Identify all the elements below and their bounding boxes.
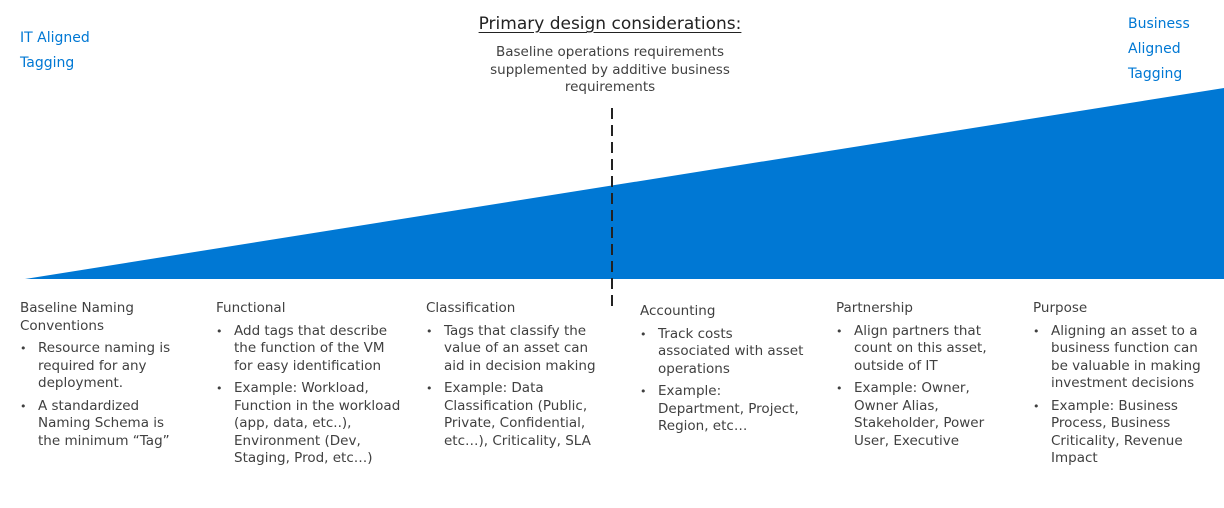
bullet-item: Resource naming is required for any depl… bbox=[20, 340, 180, 393]
bullet-item: Example: Department, Project, Region, et… bbox=[640, 383, 808, 436]
business-aligned-tagging-label: Business Aligned Tagging bbox=[1128, 12, 1190, 87]
bullet-item: Example: Workload, Function in the workl… bbox=[216, 380, 404, 468]
column-baseline-naming: Baseline Naming Conventions Resource nam… bbox=[20, 300, 180, 455]
bullet-list: Add tags that describe the function of t… bbox=[216, 323, 404, 468]
right-label-line-3: Tagging bbox=[1128, 66, 1183, 82]
design-considerations-block: Primary design considerations: Baseline … bbox=[440, 12, 780, 97]
bullet-list: Tags that classify the value of an asset… bbox=[426, 323, 598, 451]
column-title: Baseline Naming Conventions bbox=[20, 300, 134, 334]
bullet-item: Tags that classify the value of an asset… bbox=[426, 323, 598, 376]
column-title: Accounting bbox=[640, 303, 716, 319]
column-accounting: Accounting Track costs associated with a… bbox=[640, 303, 808, 441]
it-aligned-tagging-label: IT Aligned Tagging bbox=[20, 26, 90, 76]
bullet-item: Add tags that describe the function of t… bbox=[216, 323, 404, 376]
column-purpose: Purpose Aligning an asset to a business … bbox=[1033, 300, 1209, 473]
column-title: Partnership bbox=[836, 300, 913, 316]
business-alignment-triangle bbox=[25, 88, 1224, 279]
bullet-item: Example: Business Process, Business Crit… bbox=[1033, 398, 1209, 468]
bullet-list: Track costs associated with asset operat… bbox=[640, 326, 808, 436]
column-title: Functional bbox=[216, 300, 286, 316]
column-classification: Classification Tags that classify the va… bbox=[426, 300, 598, 455]
bullet-item: Align partners that count on this asset,… bbox=[836, 323, 996, 376]
column-functional: Functional Add tags that describe the fu… bbox=[216, 300, 404, 473]
bullet-item: Aligning an asset to a business function… bbox=[1033, 323, 1209, 393]
bullet-item: Example: Data Classification (Public, Pr… bbox=[426, 380, 598, 450]
right-label-line-1: Business bbox=[1128, 16, 1190, 32]
diagram-subtitle: Baseline operations requirements supplem… bbox=[490, 44, 730, 95]
column-title: Purpose bbox=[1033, 300, 1088, 316]
bullet-list: Align partners that count on this asset,… bbox=[836, 323, 996, 451]
bullet-list: Resource naming is required for any depl… bbox=[20, 340, 180, 450]
column-title: Classification bbox=[426, 300, 516, 316]
right-label-line-2: Aligned bbox=[1128, 41, 1181, 57]
bullet-item: Example: Owner, Owner Alias, Stakeholder… bbox=[836, 380, 996, 450]
bullet-item: Track costs associated with asset operat… bbox=[640, 326, 808, 379]
bullet-item: A standardized Naming Schema is the mini… bbox=[20, 398, 180, 451]
left-label-line-1: IT Aligned bbox=[20, 30, 90, 46]
diagram-title: Primary design considerations: bbox=[478, 14, 742, 34]
left-label-line-2: Tagging bbox=[20, 55, 75, 71]
bullet-list: Aligning an asset to a business function… bbox=[1033, 323, 1209, 468]
column-partnership: Partnership Align partners that count on… bbox=[836, 300, 996, 455]
